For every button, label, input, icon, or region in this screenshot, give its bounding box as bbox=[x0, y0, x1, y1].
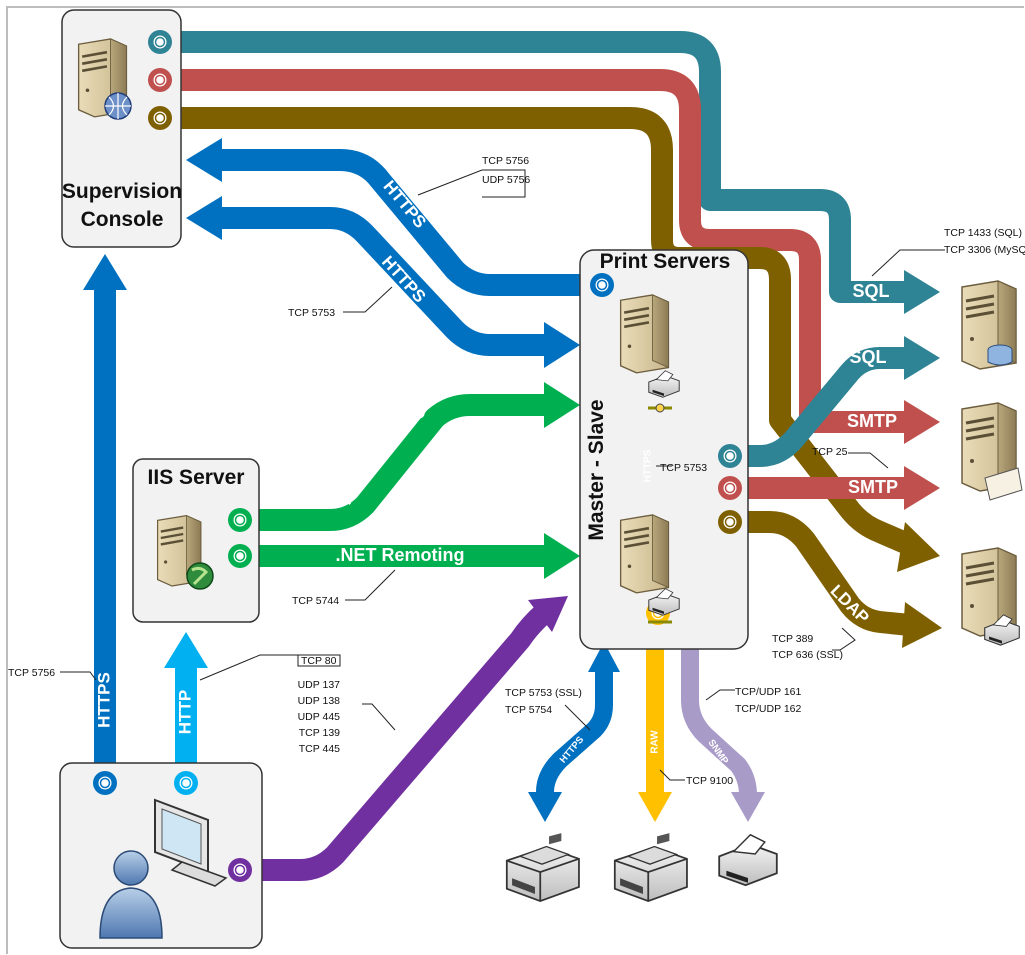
ann-rpc-port: TCP 139 bbox=[299, 727, 340, 739]
leader-ldap bbox=[832, 627, 856, 651]
ann-raw: TCP 9100 bbox=[686, 775, 733, 787]
ann-tcp5744: TCP 5744 bbox=[292, 595, 339, 607]
leader-tcp5753-sup bbox=[343, 286, 393, 313]
ldap-arrowhead-bottom bbox=[902, 602, 942, 648]
https-arrowhead-sup-2-back bbox=[186, 196, 222, 240]
https-label-client: HTTPS bbox=[94, 672, 113, 728]
sql-arrowhead-bottom bbox=[904, 336, 940, 380]
rpc-arrowhead bbox=[528, 596, 568, 632]
mail-icon bbox=[984, 467, 1023, 501]
master-slave-label: Master - Slave bbox=[585, 399, 608, 540]
ann-tcp5753-master-slave: TCP 5753 bbox=[660, 462, 707, 474]
ldap-pipe-top bbox=[160, 107, 915, 556]
ann-https-printer-1: TCP 5753 (SSL) bbox=[505, 687, 582, 699]
snmp-printer-pipe bbox=[681, 625, 757, 796]
smtp-pipe-top bbox=[160, 69, 910, 433]
sql-arrowhead-top bbox=[904, 270, 940, 314]
leader-smtp bbox=[848, 452, 889, 469]
leader-snmp bbox=[705, 689, 735, 701]
ann-ldap-2: TCP 636 (SSL) bbox=[772, 649, 843, 661]
https-arrowhead-sup-2 bbox=[544, 322, 580, 368]
raw-label-printer: RAW bbox=[650, 730, 661, 754]
printer-icon bbox=[718, 833, 778, 887]
sql-label-1: SQL bbox=[852, 281, 889, 301]
https-printer-pipe bbox=[536, 668, 613, 801]
supervision-title-line1: Supervision bbox=[62, 180, 182, 203]
rpc-pipe bbox=[240, 603, 553, 881]
https-pipe-sup-1 bbox=[215, 149, 598, 296]
sql-pipe-top bbox=[160, 31, 910, 303]
ann-rpc-port: UDP 138 bbox=[298, 695, 341, 707]
ann-tcp80: TCP 80 bbox=[301, 655, 337, 667]
sql-pipe-bottom bbox=[730, 347, 910, 467]
ann-rpc-port: TCP 445 bbox=[299, 743, 340, 755]
http-label-client: HTTP bbox=[175, 690, 194, 734]
https-printer-arrowhead-down bbox=[528, 792, 562, 822]
leader-raw bbox=[659, 769, 685, 781]
raw-printer-arrowhead bbox=[638, 792, 672, 822]
leader-rpc-ports bbox=[362, 703, 396, 731]
ann-rpc-port: UDP 445 bbox=[298, 711, 341, 723]
ann-snmp-1: TCP/UDP 161 bbox=[735, 686, 801, 698]
ann-https-printer-2: TCP 5754 bbox=[505, 704, 552, 716]
leader-tcp5744 bbox=[345, 569, 396, 601]
https-arrowhead-sup-1 bbox=[186, 138, 222, 182]
net-remoting-arrowhead-1 bbox=[544, 382, 580, 428]
leader-tcp5756 bbox=[417, 169, 526, 198]
https-pipe-sup-2 bbox=[215, 207, 550, 356]
http-arrowhead-client bbox=[164, 632, 208, 668]
net-remoting-label-2: .NET Remoting bbox=[336, 545, 465, 565]
printer-icon bbox=[505, 832, 580, 902]
ann-snmp-2: TCP/UDP 162 bbox=[735, 703, 801, 715]
ann-tcp5756-client: TCP 5756 bbox=[8, 667, 55, 679]
smtp-label-2: SMTP bbox=[848, 477, 898, 497]
https-printer-arrowhead-up bbox=[588, 642, 620, 672]
ann-rpc-port: UDP 137 bbox=[298, 679, 341, 691]
supervision-title-line2: Console bbox=[81, 208, 164, 231]
ann-sql-1: TCP 1433 (SQL) bbox=[944, 227, 1022, 239]
iis-server-title: IIS Server bbox=[148, 466, 245, 489]
net-remoting-pipe-1 bbox=[238, 394, 550, 531]
ldap-arrowhead-top bbox=[897, 522, 940, 572]
ann-udp5756: UDP 5756 bbox=[482, 174, 530, 186]
print-servers-title: Print Servers bbox=[600, 250, 731, 273]
https-arrowhead-client bbox=[83, 254, 127, 290]
https-label-master-slave: HTTPS bbox=[643, 449, 654, 482]
leader-sql bbox=[871, 249, 945, 277]
ldap-pipe-bottom bbox=[730, 511, 912, 636]
ann-sql-2: TCP 3306 (MySQ bbox=[944, 244, 1025, 256]
ann-smtp: TCP 25 bbox=[812, 446, 848, 458]
leader-tcp80 bbox=[199, 654, 341, 681]
leader-tcp5756-client bbox=[60, 671, 97, 681]
diagram-frame bbox=[6, 6, 1024, 954]
smtp-label-1: SMTP bbox=[847, 411, 897, 431]
ann-tcp5756: TCP 5756 bbox=[482, 155, 529, 167]
smtp-arrowhead-bottom bbox=[904, 466, 940, 510]
ann-ldap-1: TCP 389 bbox=[772, 633, 813, 645]
ann-tcp5753-sup: TCP 5753 bbox=[288, 307, 335, 319]
smtp-arrowhead-top bbox=[904, 400, 940, 444]
sql-label-2: SQL bbox=[849, 347, 886, 367]
leader-https-printer bbox=[564, 704, 591, 731]
user-icon bbox=[113, 850, 149, 886]
server-icon bbox=[619, 513, 670, 594]
net-remoting-arrowhead-2 bbox=[544, 533, 580, 579]
printer-icon bbox=[613, 832, 688, 902]
snmp-printer-arrowhead bbox=[731, 792, 765, 822]
server-icon bbox=[619, 293, 670, 374]
